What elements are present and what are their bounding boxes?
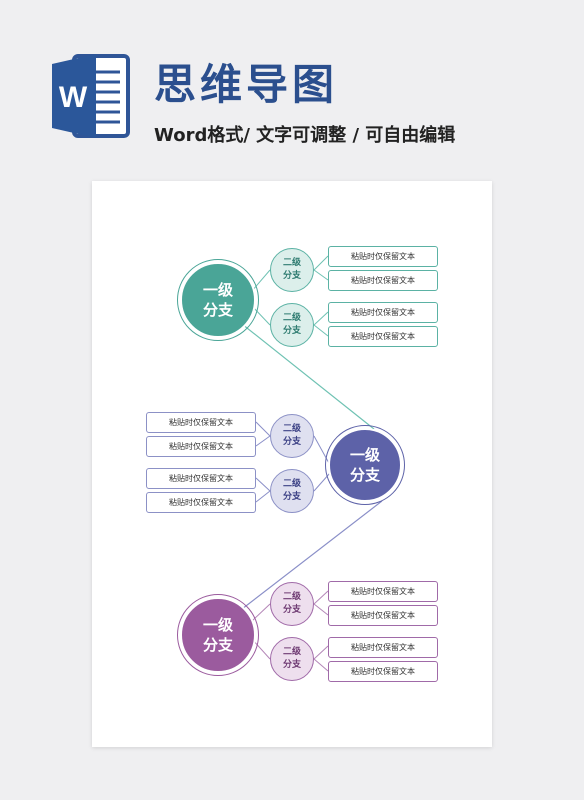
leaf-text-box[interactable]: 粘贴时仅保留文本 xyxy=(328,270,438,291)
leaf-text-box[interactable]: 粘贴时仅保留文本 xyxy=(146,412,256,433)
secondary-branch-node[interactable]: 二级分支 xyxy=(270,582,314,626)
leaf-text-box[interactable]: 粘贴时仅保留文本 xyxy=(328,605,438,626)
svg-text:W: W xyxy=(59,81,88,114)
page-subtitle: Word格式/ 文字可调整 / 可自由编辑 xyxy=(154,125,456,146)
secondary-branch-node[interactable]: 二级分支 xyxy=(270,637,314,681)
secondary-branch-node[interactable]: 二级分支 xyxy=(270,248,314,292)
header: W 思维导图 Word格式/ 文字可调整 / 可自由编辑 xyxy=(0,0,584,170)
document-page: 一级 分支 二级分支 粘贴时仅保留文本 粘贴时仅保留文本 二级分支 粘贴时仅保留… xyxy=(92,181,492,747)
leaf-text-box[interactable]: 粘贴时仅保留文本 xyxy=(146,436,256,457)
leaf-text-box[interactable]: 粘贴时仅保留文本 xyxy=(146,468,256,489)
leaf-text-box[interactable]: 粘贴时仅保留文本 xyxy=(328,661,438,682)
word-document-icon: W xyxy=(52,54,130,138)
leaf-text-box[interactable]: 粘贴时仅保留文本 xyxy=(328,246,438,267)
secondary-branch-node[interactable]: 二级分支 xyxy=(270,414,314,458)
secondary-branch-node[interactable]: 二级分支 xyxy=(270,303,314,347)
page-title: 思维导图 xyxy=(154,60,339,109)
leaf-text-box[interactable]: 粘贴时仅保留文本 xyxy=(328,581,438,602)
leaf-text-box[interactable]: 粘贴时仅保留文本 xyxy=(328,326,438,347)
leaf-text-box[interactable]: 粘贴时仅保留文本 xyxy=(328,302,438,323)
leaf-text-box[interactable]: 粘贴时仅保留文本 xyxy=(146,492,256,513)
secondary-branch-node[interactable]: 二级分支 xyxy=(270,469,314,513)
primary-branch-node[interactable]: 一级 分支 xyxy=(325,425,405,505)
primary-branch-node[interactable]: 一级 分支 xyxy=(177,594,259,676)
primary-branch-node[interactable]: 一级 分支 xyxy=(177,259,259,341)
leaf-text-box[interactable]: 粘贴时仅保留文本 xyxy=(328,637,438,658)
